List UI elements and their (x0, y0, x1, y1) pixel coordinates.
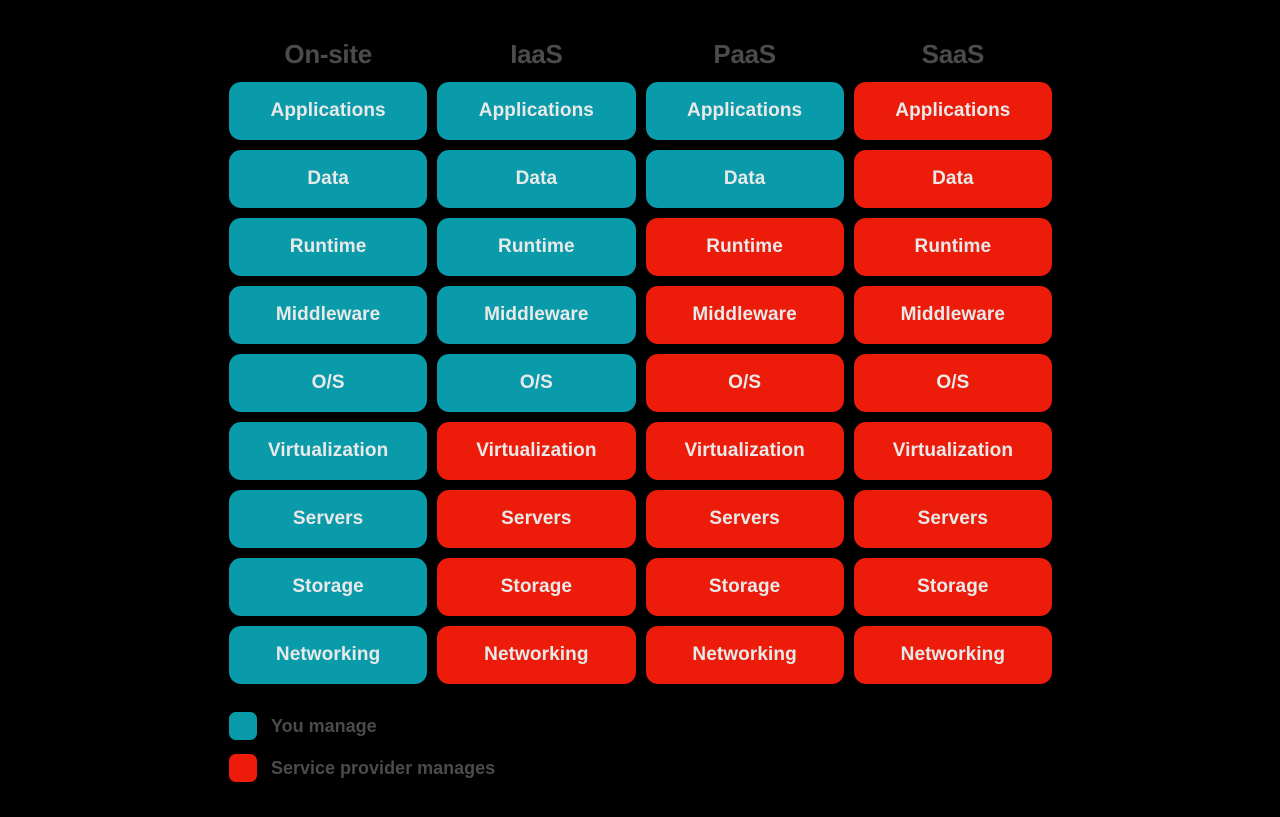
matrix-cell: Servers (437, 490, 636, 548)
matrix-cell: Data (853, 150, 1052, 208)
matrix-cell: Storage (229, 558, 428, 616)
matrix-cell: Data (437, 150, 636, 208)
column-header-on-site: On-site (284, 39, 372, 69)
matrix-cell: Virtualization (853, 422, 1052, 480)
matrix-cell: Networking (853, 626, 1052, 684)
matrix-cell: Servers (229, 490, 428, 548)
matrix-cell: Middleware (645, 286, 844, 344)
matrix-cell: Middleware (437, 286, 636, 344)
matrix-cell: Runtime (645, 218, 844, 276)
matrix-cell: Storage (437, 558, 636, 616)
matrix-cell: Virtualization (645, 422, 844, 480)
matrix-cell: Data (229, 150, 428, 208)
legend-label-you-manage: You manage (271, 716, 377, 736)
matrix-cell: Runtime (229, 218, 428, 276)
matrix-cell: O/S (853, 354, 1052, 412)
matrix-cell: Virtualization (437, 422, 636, 480)
matrix-cell: Servers (853, 490, 1052, 548)
legend-item-you-manage: You manage (229, 712, 495, 740)
matrix-cell: Storage (853, 558, 1052, 616)
column-header-paas: PaaS (713, 39, 776, 69)
legend-item-provider-manages: Service provider manages (229, 754, 495, 782)
legend: You manage Service provider manages (229, 712, 495, 782)
matrix-cell: Applications (229, 82, 428, 140)
column-header-iaas: IaaS (510, 39, 563, 69)
matrix-cell: Networking (437, 626, 636, 684)
matrix-cell: Servers (645, 490, 844, 548)
matrix-cell: Storage (645, 558, 844, 616)
matrix-cell: Applications (437, 82, 636, 140)
matrix-cell: Networking (645, 626, 844, 684)
matrix-cell: Virtualization (229, 422, 428, 480)
matrix-cell: Runtime (853, 218, 1052, 276)
matrix-cell: O/S (437, 354, 636, 412)
matrix-cell: Runtime (437, 218, 636, 276)
matrix-cell: O/S (229, 354, 428, 412)
column-header-row: On-site IaaS PaaS SaaS (229, 26, 1052, 82)
matrix-cell: Data (645, 150, 844, 208)
legend-swatch-you-manage (229, 712, 257, 740)
legend-label-provider-manages: Service provider manages (271, 758, 496, 778)
matrix-cell: Middleware (229, 286, 428, 344)
matrix-cell: Applications (645, 82, 844, 140)
matrix-cell: Middleware (853, 286, 1052, 344)
matrix-cell: Networking (229, 626, 428, 684)
matrix-cell: Applications (853, 82, 1052, 140)
matrix-cell: O/S (645, 354, 844, 412)
column-header-saas: SaaS (921, 39, 985, 69)
legend-swatch-provider-manages (229, 754, 257, 782)
